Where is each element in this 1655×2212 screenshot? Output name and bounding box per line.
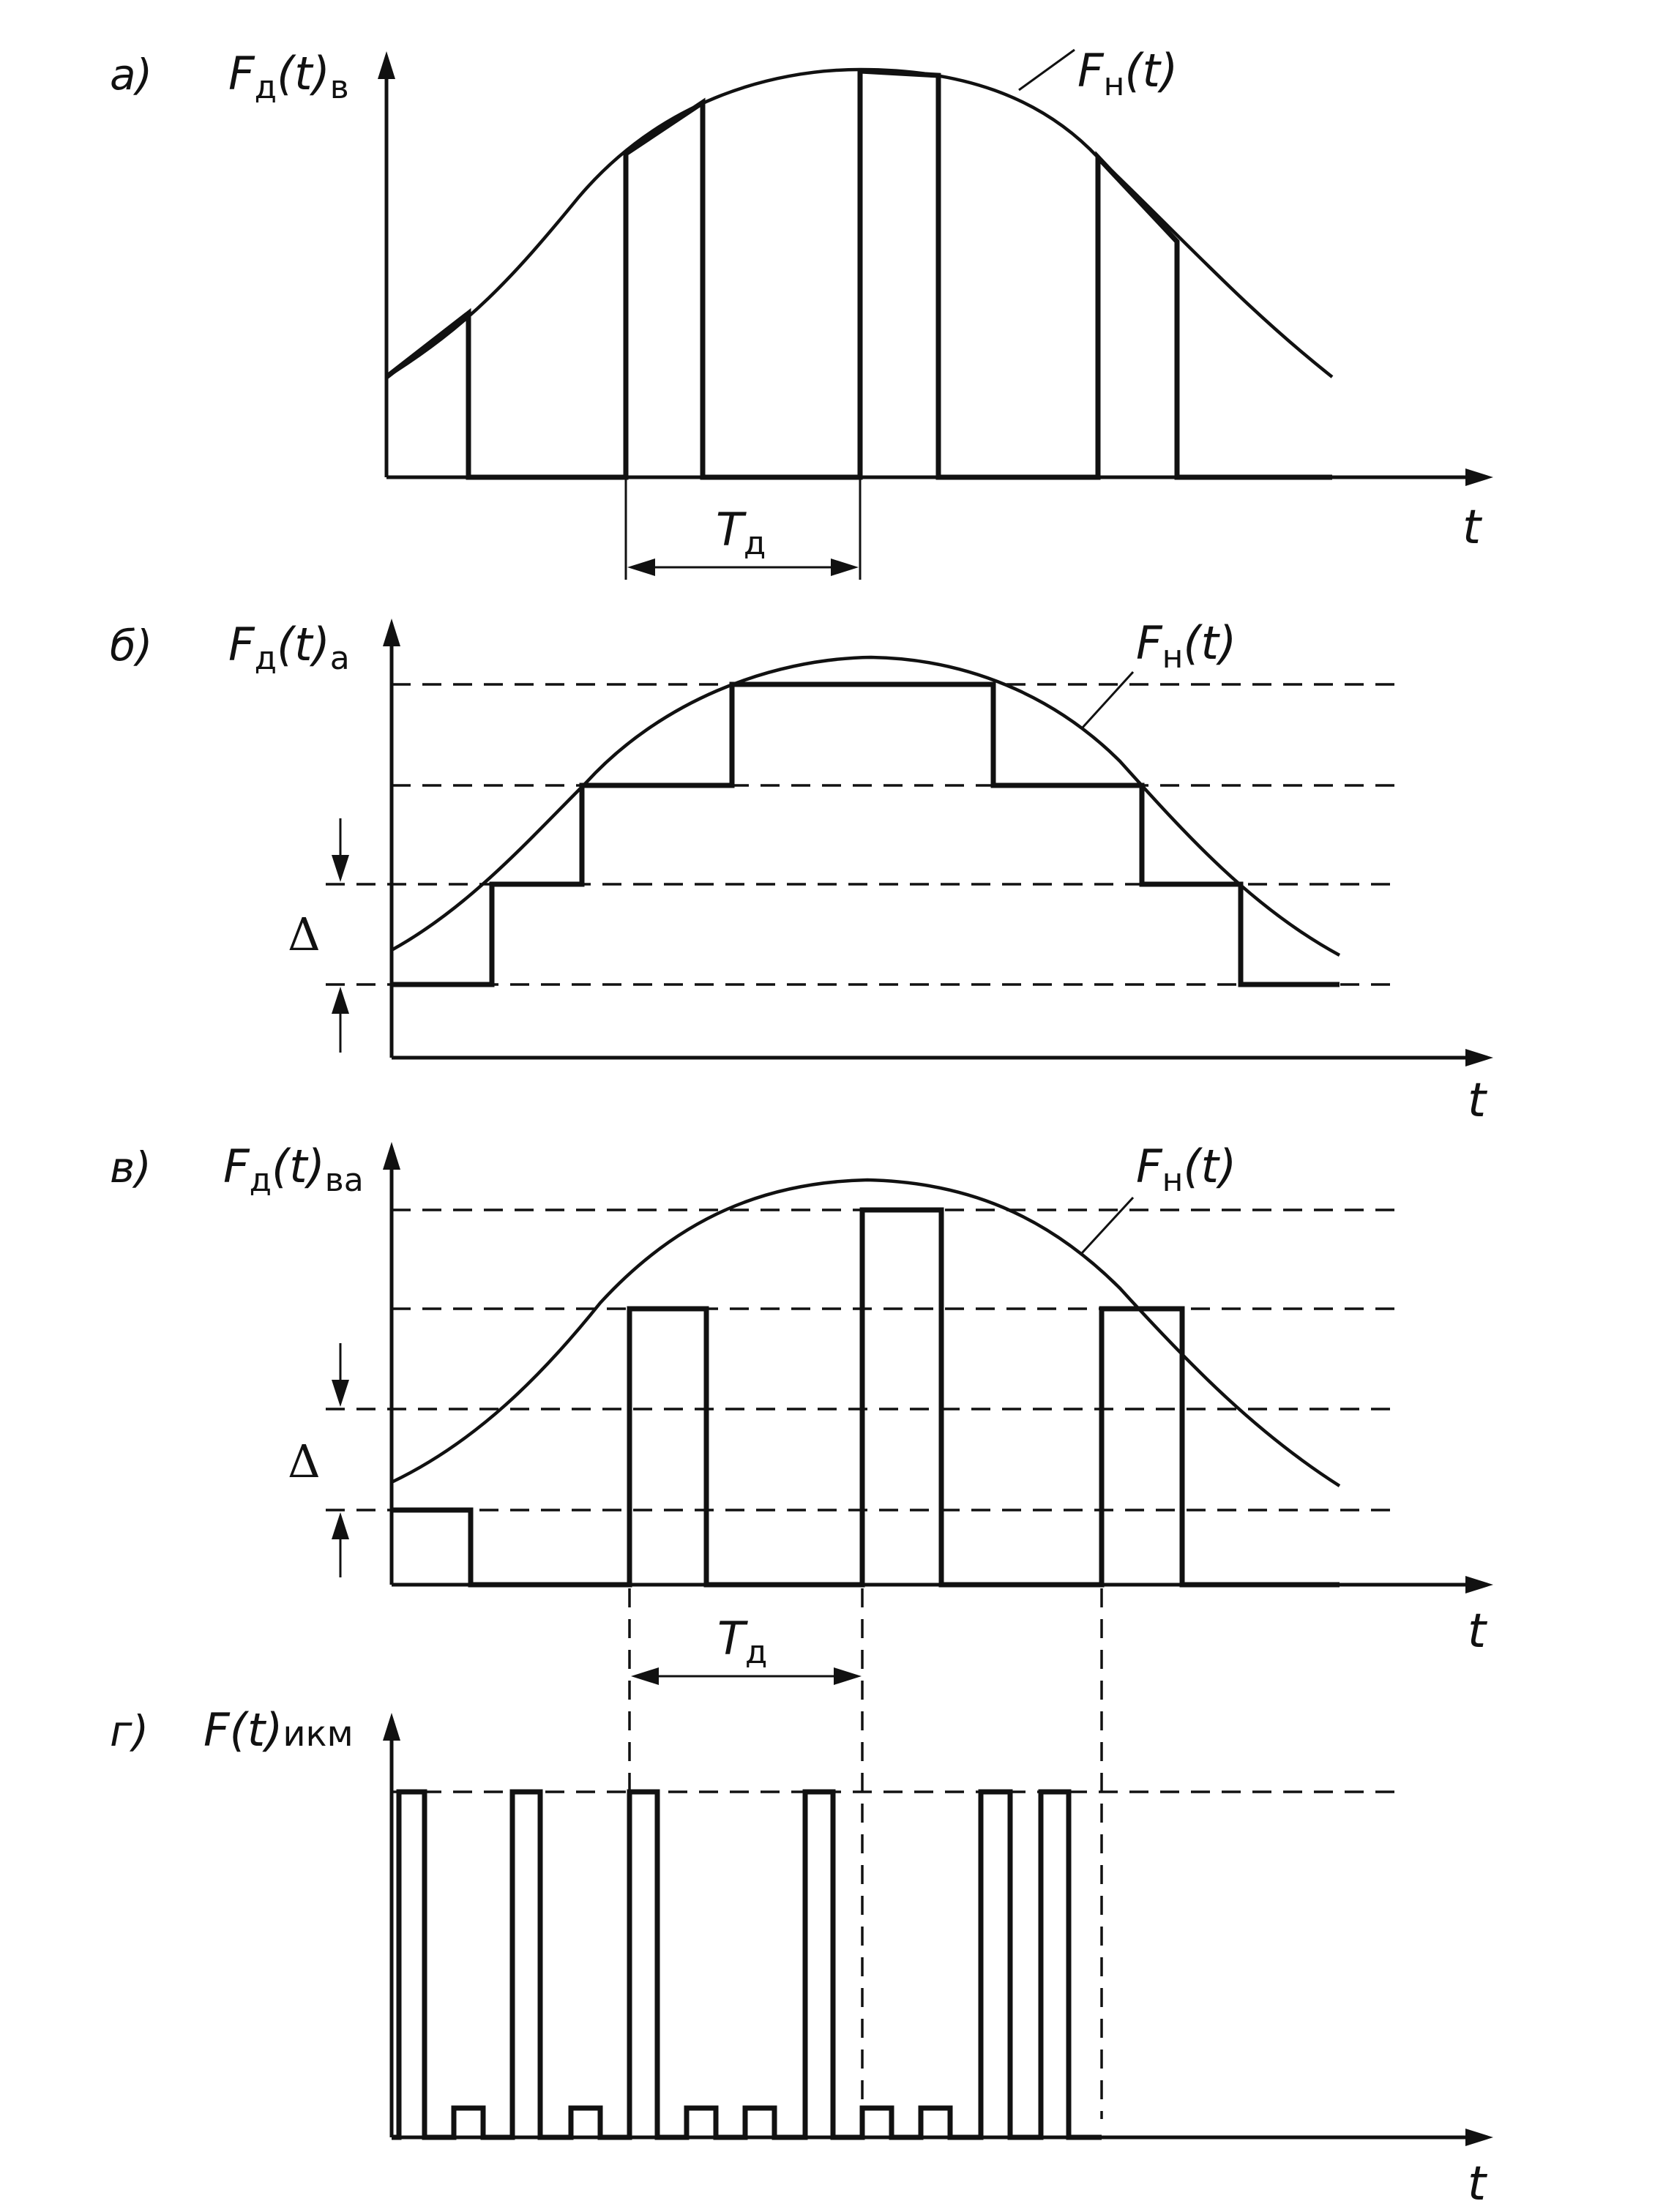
panel-c-delta-arrow-bottom — [332, 1512, 349, 1539]
panel-d-t-label: t — [1468, 2157, 1488, 2211]
panel-c-curve-label: Fн(t) — [1136, 1140, 1236, 1199]
panel-a-letter: а) — [110, 50, 152, 100]
panel-a-t-label: t — [1462, 501, 1483, 555]
panel-d-letter: г) — [110, 1706, 149, 1756]
panel-b-delta-arrow-bottom — [332, 987, 349, 1014]
panel-a-sampled-signal — [384, 68, 1332, 480]
panel-b-quantized-signal — [392, 681, 1340, 987]
panel-a-y-arrow — [378, 51, 395, 79]
panel-c-delta-label: Δ — [288, 1435, 321, 1488]
panel-a-ylabel: Fд(t)в — [228, 47, 349, 106]
panel-d: г) F(t)икм t — [110, 1703, 1493, 2211]
panel-c-sampled-quantized-signal — [392, 1207, 1340, 1588]
panel-a-curve-leader — [1018, 48, 1075, 91]
panel-c-t-label: t — [1468, 1604, 1488, 1659]
panel-a-x-arrow — [1465, 468, 1493, 486]
panel-d-x-arrow — [1465, 2129, 1493, 2146]
panel-c-delta-arrow-top — [332, 1380, 349, 1407]
sample-alignment-guides — [628, 1588, 1103, 2119]
panel-b-curve-label: Fн(t) — [1136, 616, 1236, 676]
panel-a: а) Fд(t)в t Fн(t) Tд — [110, 44, 1493, 580]
panel-b-ylabel: Fд(t)а — [228, 618, 350, 677]
panel-b-envelope-curve — [390, 655, 1341, 957]
panel-c: в) Fд(t)ва t Fн(t) Δ Tд — [110, 1140, 1493, 1685]
panel-b-delta-arrow-top — [332, 855, 349, 882]
panel-b-y-arrow — [383, 619, 400, 646]
panel-c-letter: в) — [110, 1143, 152, 1192]
panel-c-period-arrow-right — [834, 1667, 862, 1685]
panel-a-period-arrow-left — [627, 558, 655, 576]
panel-c-x-arrow — [1465, 1576, 1493, 1593]
panel-b-curve-leader — [1080, 670, 1135, 730]
panel-c-curve-leader — [1080, 1196, 1135, 1255]
panel-a-period-arrow-right — [831, 558, 859, 576]
panel-c-period-arrow-left — [631, 1667, 659, 1685]
panel-b-t-label: t — [1468, 1074, 1488, 1128]
panel-d-ylabel: F(t)икм — [203, 1703, 354, 1757]
panel-a-period-label: Tд — [716, 503, 766, 562]
panel-c-y-arrow — [383, 1142, 400, 1170]
panel-c-period-label: Tд — [717, 1612, 767, 1671]
panel-d-y-arrow — [383, 1713, 400, 1741]
panel-d-pcm-pulse-train — [392, 1789, 1102, 2140]
panel-c-envelope-curve — [391, 1178, 1341, 1487]
panel-b: б) Fд(t)а t Fн(t) Δ — [110, 616, 1493, 1128]
panel-b-letter: б) — [110, 621, 152, 670]
panel-b-x-arrow — [1465, 1049, 1493, 1066]
panel-c-ylabel: Fд(t)ва — [223, 1140, 364, 1199]
panel-b-delta-label: Δ — [288, 908, 321, 961]
panel-a-curve-label: Fн(t) — [1077, 44, 1178, 103]
